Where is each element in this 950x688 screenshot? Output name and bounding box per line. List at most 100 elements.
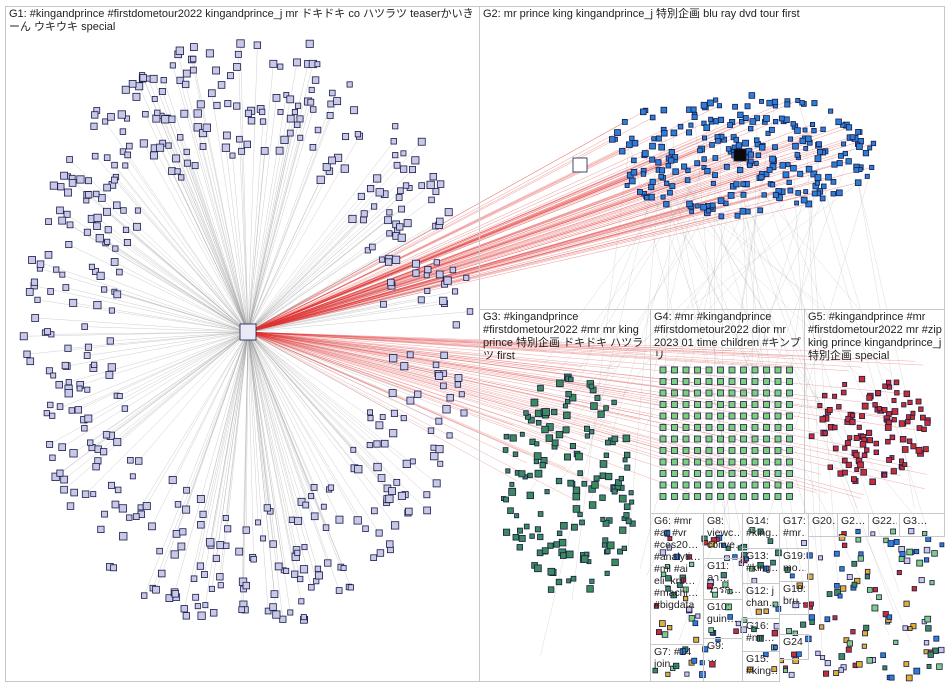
node-g1 [30, 278, 39, 286]
node-g1 [436, 180, 445, 188]
node-g1 [93, 213, 102, 223]
node-g2 [810, 122, 816, 128]
node-g3 [602, 537, 609, 544]
node-small-group [938, 646, 945, 654]
node-g2 [831, 161, 838, 168]
node-g1 [157, 569, 166, 578]
node-g1 [400, 362, 409, 371]
node-g4 [705, 378, 713, 385]
node-g2 [690, 106, 697, 113]
node-g1 [280, 135, 289, 144]
node-g5 [860, 469, 867, 476]
node-g1 [291, 570, 299, 578]
node-g1 [380, 300, 387, 308]
node-g4 [763, 412, 770, 420]
node-g1 [258, 108, 266, 116]
node-small-group [749, 565, 755, 572]
node-g5 [902, 462, 908, 468]
node-g5 [891, 408, 899, 415]
node-g2 [651, 136, 657, 142]
node-g5 [906, 438, 913, 444]
node-small-group [880, 652, 886, 659]
node-g1 [264, 607, 272, 615]
node-g1 [104, 238, 111, 245]
node-small-group [656, 629, 662, 636]
node-g2 [710, 180, 716, 186]
node-g5 [882, 383, 888, 389]
node-g1 [428, 196, 435, 204]
node-g1 [350, 446, 357, 453]
node-small-group [744, 556, 750, 562]
node-small-group [740, 626, 747, 633]
node-g2 [856, 143, 863, 150]
node-small-group [770, 559, 776, 566]
node-g1 [110, 564, 117, 572]
node-g1 [64, 344, 72, 352]
node-g2 [794, 152, 801, 158]
node-g1 [274, 562, 283, 571]
node-small-group [767, 538, 774, 544]
node-g1 [193, 123, 202, 132]
node-g4 [728, 389, 736, 397]
node-g3 [618, 475, 625, 482]
node-g1 [269, 603, 277, 611]
node-g3 [569, 394, 577, 402]
node-g2 [630, 168, 638, 176]
node-g2 [716, 103, 722, 109]
node-g3 [560, 522, 568, 530]
node-g1 [293, 58, 301, 67]
node-g1 [424, 265, 432, 274]
node-g3 [581, 555, 589, 563]
node-small-group [715, 637, 721, 643]
node-g1 [314, 126, 322, 134]
node-g4 [728, 435, 736, 443]
node-g4 [786, 458, 793, 466]
node-g3 [512, 534, 520, 541]
node-g4 [763, 389, 770, 397]
node-g1 [418, 182, 426, 189]
node-g1 [28, 256, 36, 264]
node-small-group [693, 636, 700, 643]
node-g1 [377, 474, 386, 482]
node-g1 [87, 439, 94, 446]
node-g2 [805, 200, 813, 208]
node-g1 [84, 386, 91, 393]
node-g5 [851, 476, 857, 483]
node-g4 [774, 424, 782, 431]
node-small-group [806, 552, 813, 559]
node-g3 [606, 541, 615, 550]
node-g1 [23, 350, 31, 358]
node-g1 [242, 581, 250, 590]
node-small-group [925, 625, 932, 632]
node-g4 [694, 366, 701, 374]
node-g3 [508, 487, 517, 496]
node-g4 [740, 412, 747, 420]
node-g4 [717, 470, 724, 477]
node-g2 [667, 189, 673, 196]
node-g2 [648, 183, 655, 191]
node-small-group [924, 557, 930, 563]
node-g1 [217, 582, 224, 589]
node-g1 [222, 515, 229, 522]
node-g1 [430, 451, 439, 461]
node-g3 [617, 548, 623, 555]
node-g2 [706, 208, 712, 214]
node-g4 [717, 493, 724, 500]
node-small-group [732, 554, 738, 560]
node-g4 [786, 447, 793, 454]
node-small-group [664, 529, 671, 536]
node-g4 [740, 366, 747, 374]
node-g4 [682, 412, 690, 420]
node-g1 [102, 431, 111, 439]
node-g4 [786, 493, 793, 500]
node-g2 [787, 136, 794, 142]
node-g2 [772, 144, 778, 151]
node-small-group [905, 674, 913, 682]
node-g2 [702, 135, 707, 141]
node-g1 [165, 142, 172, 149]
node-g3 [618, 494, 627, 503]
node-g2 [718, 213, 725, 220]
node-small-group [818, 555, 824, 561]
node-g1 [66, 156, 73, 163]
node-g5 [921, 426, 927, 433]
